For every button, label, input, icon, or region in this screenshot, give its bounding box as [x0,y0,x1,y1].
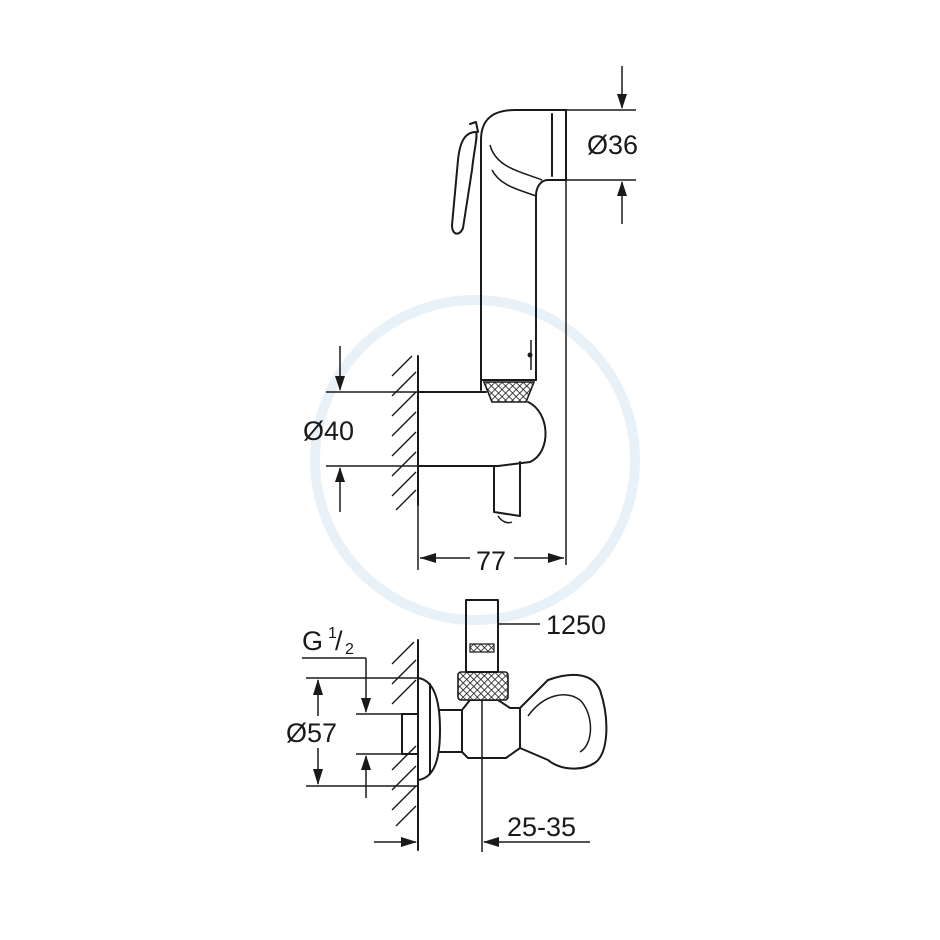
watermark-logo [310,295,640,625]
dim-label-thread-den: 2 [345,641,354,658]
dim-valve-offset: 25-35 [374,700,590,852]
dim-label-offset: 25-35 [507,812,576,842]
dim-label-thread-num: 1 [328,625,337,642]
dim-label-projection: 77 [476,546,506,576]
dim-label-head: Ø36 [587,130,638,160]
thread-slash: / [335,626,343,656]
wall-holder [391,355,547,524]
dim-thread: G 1 / 2 [302,625,402,798]
dim-label-hose: 1250 [546,610,606,640]
dim-label-holder: Ø40 [303,416,354,446]
dim-label-rosette: Ø57 [286,718,337,748]
dim-head-diameter: Ø36 [566,66,638,224]
dim-holder-projection: 77 [417,505,564,576]
angle-valve [391,599,608,851]
dim-rosette-diameter: Ø57 [286,677,418,787]
dim-hose-length: 1250 [498,610,606,640]
dim-label-thread: G [302,626,323,656]
dim-holder-diameter: Ø40 [303,346,418,512]
hand-shower [451,109,567,565]
